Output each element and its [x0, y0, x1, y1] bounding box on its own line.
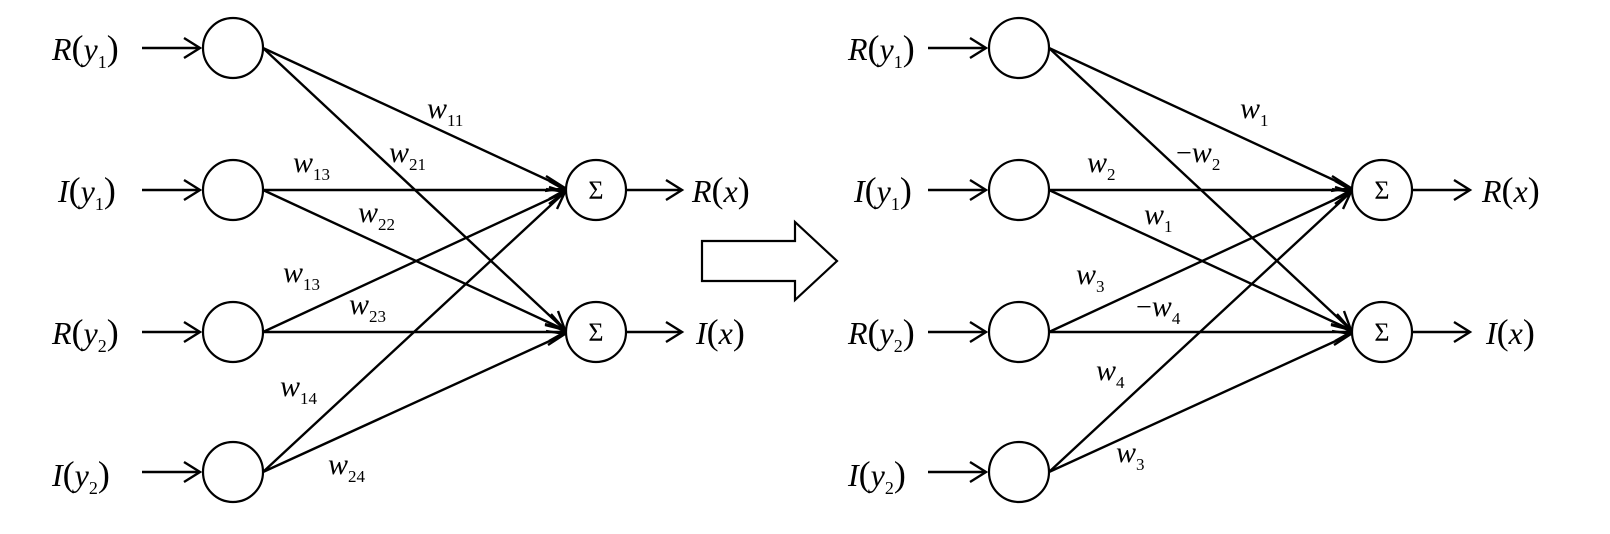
right-weight-label-8: w3: [1116, 436, 1145, 474]
left-weight-label-7: w14: [280, 370, 318, 408]
left-weight-label-3: w13: [293, 146, 330, 184]
right-input-neuron-1: [987, 16, 1051, 80]
right-weight-label-1: w1: [1240, 92, 1269, 130]
right-sum-symbol-1: Σ: [1374, 176, 1389, 205]
right-network: R(y1) I(y1) R(y2) I(y2): [847, 16, 1540, 504]
left-weight-label-6: w23: [349, 288, 386, 326]
left-input-label-4: I(y2): [51, 454, 110, 498]
left-input-neuron-3: [201, 300, 265, 364]
left-weight-label-4: w22: [358, 196, 395, 234]
right-input-label-4: I(y2): [847, 454, 906, 498]
right-weight-label-6: −w4: [1136, 290, 1181, 328]
right-input-arrows: [928, 36, 989, 484]
right-sum-neuron-1: [1350, 158, 1414, 222]
right-input-label-2: I(y1): [853, 170, 912, 214]
left-output-arrows: [627, 178, 685, 344]
left-input-neuron-1: [201, 16, 265, 80]
left-input-label-2: I(y1): [57, 170, 116, 214]
left-sum-symbol-1: Σ: [588, 176, 603, 205]
left-output-label-1: R(x): [691, 170, 750, 210]
right-sum-symbol-2: Σ: [1374, 318, 1389, 347]
transformation-arrow: [700, 219, 839, 303]
left-network: R(y1) I(y1) R(y2) I(y2): [51, 16, 750, 504]
left-weight-label-5: w13: [283, 256, 320, 294]
right-weight-label-4: w1: [1144, 198, 1173, 236]
left-weight-label-2: w21: [389, 136, 426, 174]
right-input-label-1: R(y1): [847, 28, 915, 72]
left-input-label-3: R(y2): [51, 312, 119, 356]
left-output-label-2: I(x): [695, 312, 745, 352]
left-sum-neuron-2: [564, 300, 628, 364]
right-input-neuron-4: [987, 440, 1051, 504]
left-sum-symbol-2: Σ: [588, 318, 603, 347]
right-output-label-1: R(x): [1481, 170, 1540, 210]
left-input-label-1: R(y1): [51, 28, 119, 72]
right-weight-label-7: w4: [1096, 354, 1125, 392]
right-input-neuron-3: [987, 300, 1051, 364]
right-weight-label-3: w2: [1087, 146, 1116, 184]
left-weight-label-1: w11: [427, 92, 463, 130]
left-input-arrows: [142, 36, 203, 484]
right-input-label-3: R(y2): [847, 312, 915, 356]
left-sum-neuron-1: [564, 158, 628, 222]
left-input-neuron-2: [201, 158, 265, 222]
right-weight-label-2: −w2: [1176, 136, 1220, 174]
right-output-arrows: [1413, 178, 1473, 344]
left-weight-label-8: w24: [328, 448, 366, 486]
right-sum-neuron-2: [1350, 300, 1414, 364]
right-weight-label-5: w3: [1076, 258, 1105, 296]
right-output-label-2: I(x): [1485, 312, 1535, 352]
left-connections: [262, 46, 569, 474]
left-input-neuron-4: [201, 440, 265, 504]
right-connections: [1048, 46, 1355, 474]
right-input-neuron-2: [987, 158, 1051, 222]
